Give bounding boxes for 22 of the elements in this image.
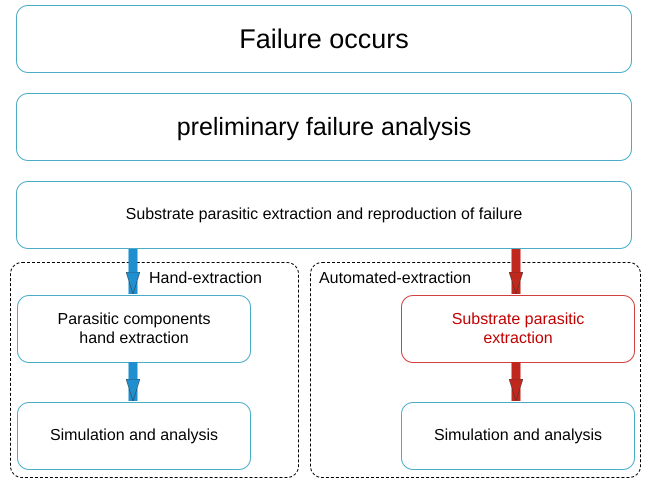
box-text: Simulation and analysis xyxy=(50,426,218,446)
process-box xyxy=(16,5,632,73)
group-heading: Hand-extraction xyxy=(149,269,262,289)
process-box xyxy=(16,181,632,249)
arrow xyxy=(126,249,140,294)
process-box xyxy=(401,295,635,363)
arrow xyxy=(508,249,524,294)
dashed-group xyxy=(310,262,641,478)
box-text: Substrate parasitic extraction and reproduction of failure xyxy=(126,205,522,225)
process-box xyxy=(17,295,251,363)
group-heading: Automated-extraction xyxy=(319,269,472,289)
box-text: preliminary failure analysis xyxy=(176,112,472,142)
arrow xyxy=(126,362,140,402)
dashed-group xyxy=(10,262,299,478)
arrow xyxy=(508,362,524,402)
box-text: Failure occurs xyxy=(239,22,409,56)
box-text: Parasitic components hand extraction xyxy=(56,310,212,348)
box-text: Simulation and analysis xyxy=(434,426,602,446)
process-box xyxy=(17,402,251,470)
box-text: Substrate parasitic extraction xyxy=(450,310,586,348)
process-box xyxy=(401,402,635,470)
process-box xyxy=(16,93,632,161)
